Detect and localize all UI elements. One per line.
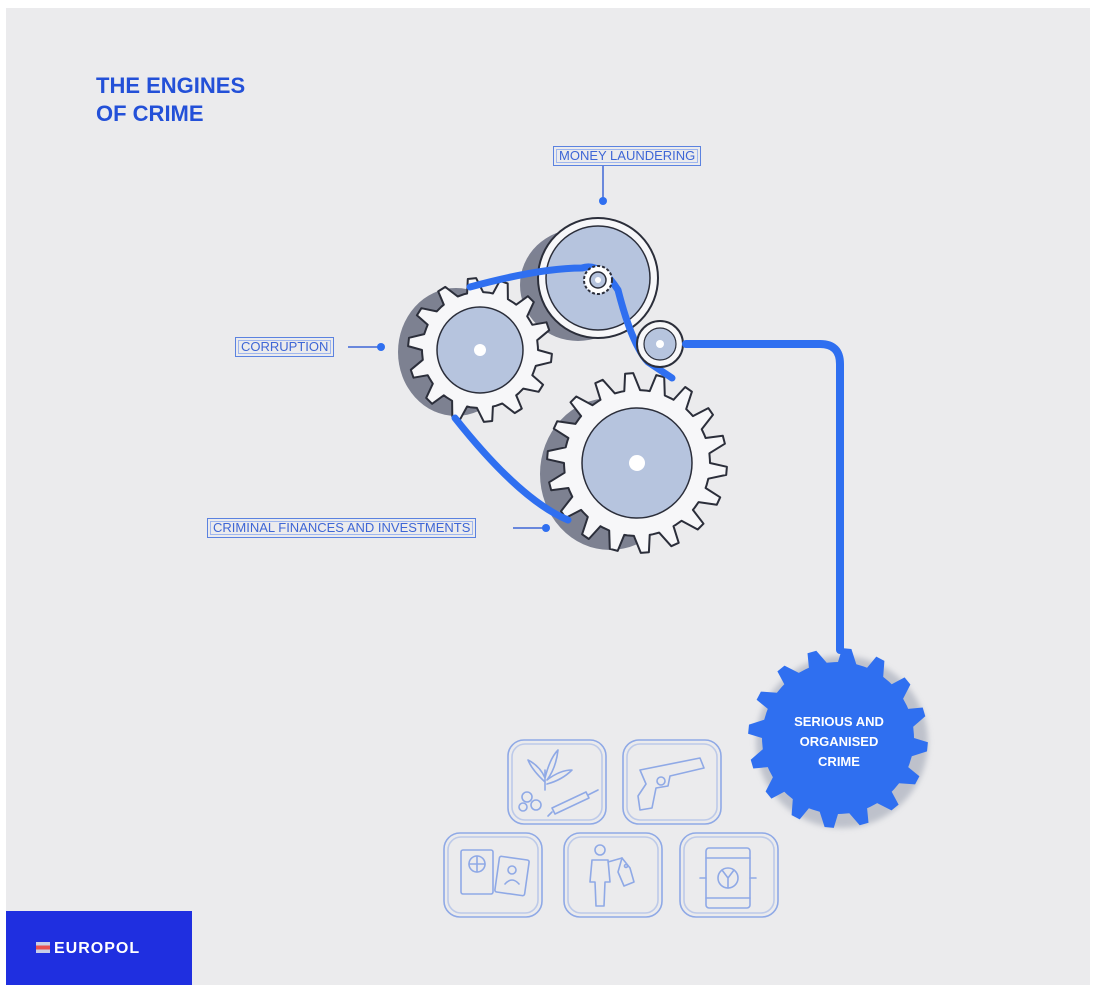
output-pulley	[636, 320, 684, 368]
corruption-gear	[407, 277, 553, 423]
hazardous-waste-icon	[679, 832, 779, 918]
europol-logo-block: EUROPOL	[6, 911, 192, 985]
title-line-1: THE ENGINES	[96, 73, 246, 98]
gear-crime-teeth	[748, 648, 928, 828]
criminal-finances-label: CRIMINAL FINANCES AND INVESTMENTS	[207, 518, 477, 538]
crime-gear-line-3: CRIME	[818, 754, 860, 769]
small-pulley	[583, 265, 613, 295]
firearm-icon	[622, 739, 722, 825]
document-fraud-icon	[443, 832, 543, 918]
crime-gear-line-1: SERIOUS AND	[794, 714, 884, 729]
corruption-dot	[377, 343, 385, 351]
human-trafficking-icon	[563, 832, 663, 918]
europol-logo-text: EUROPOL	[54, 940, 141, 957]
output-line	[682, 340, 844, 654]
corruption-label: CORRUPTION	[235, 337, 335, 357]
gear-bottom-axle	[629, 455, 645, 471]
criminal-finances-dot	[542, 524, 550, 532]
label-connectors	[348, 166, 607, 532]
money-laundering-label: MONEY LAUNDERING	[553, 146, 702, 166]
serious-organised-crime-gear	[748, 648, 928, 828]
gear-left-axle	[474, 344, 486, 356]
crime-gear-label: SERIOUS AND ORGANISED CRIME	[762, 712, 916, 772]
drugs-icon	[507, 739, 607, 825]
money-laundering-dot	[599, 197, 607, 205]
page-title: THE ENGINES OF CRIME	[96, 72, 245, 128]
criminal-finances-gear	[546, 372, 728, 554]
title-line-2: OF CRIME	[96, 101, 204, 126]
crime-gear-line-2: ORGANISED	[799, 734, 879, 749]
europol-flag-icon	[36, 942, 50, 953]
crime-icons	[443, 739, 779, 918]
